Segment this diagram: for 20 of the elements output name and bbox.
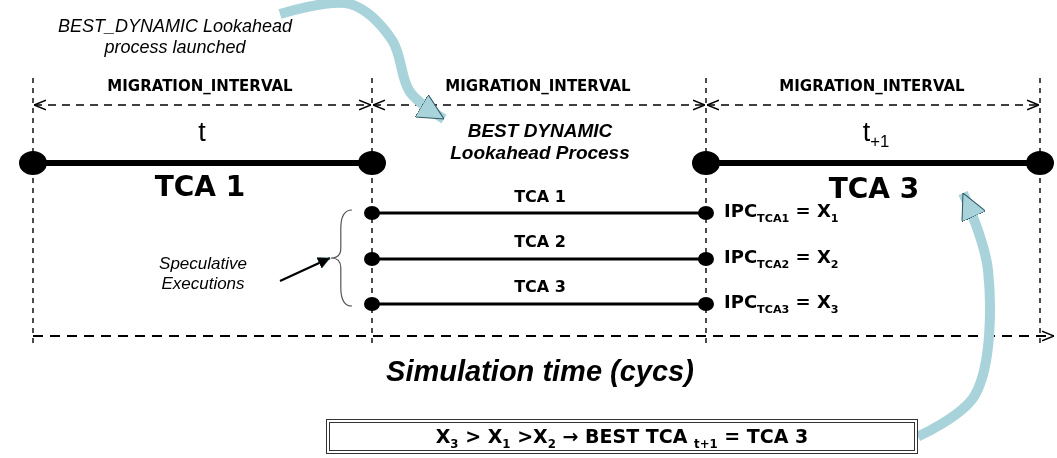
process-label: BEST DYNAMIC Lookahead Process [430,119,650,165]
formula-box: X$_{3}$ > X$_{1}$ >X$_{2}$ → BEST TCA $_{t+1}$ = TCA 3 [326,419,918,454]
curved-arrow [278,0,447,124]
interval-label: MIGRATION_INTERVAL [778,78,966,96]
execution-label: TCA 2 [513,233,567,252]
time-label: t$_{+1}$ [861,117,891,149]
ipc-label: IPC$_{TCA1}$ = X$_{1}$ [724,201,840,222]
arrow [279,257,331,282]
curly-brace [330,209,354,307]
execution-label: TCA 1 [513,188,567,207]
interval-label: MIGRATION_INTERVAL [444,78,632,96]
ipc-label: IPC$_{TCA3}$ = X$_{3}$ [724,292,840,313]
annotation-text: BEST_DYNAMIC Lookahead process launched [30,12,320,62]
execution-label: TCA 3 [513,278,567,297]
time-label: t [197,117,207,149]
interval-label: MIGRATION_INTERVAL [106,78,294,96]
annotation-text: Speculative Executions [118,253,288,295]
axis-title: Simulation time (cycs) [385,355,695,389]
ipc-label: IPC$_{TCA2}$ = X$_{2}$ [724,247,840,268]
timeline-label: TCA 1 [153,171,247,204]
